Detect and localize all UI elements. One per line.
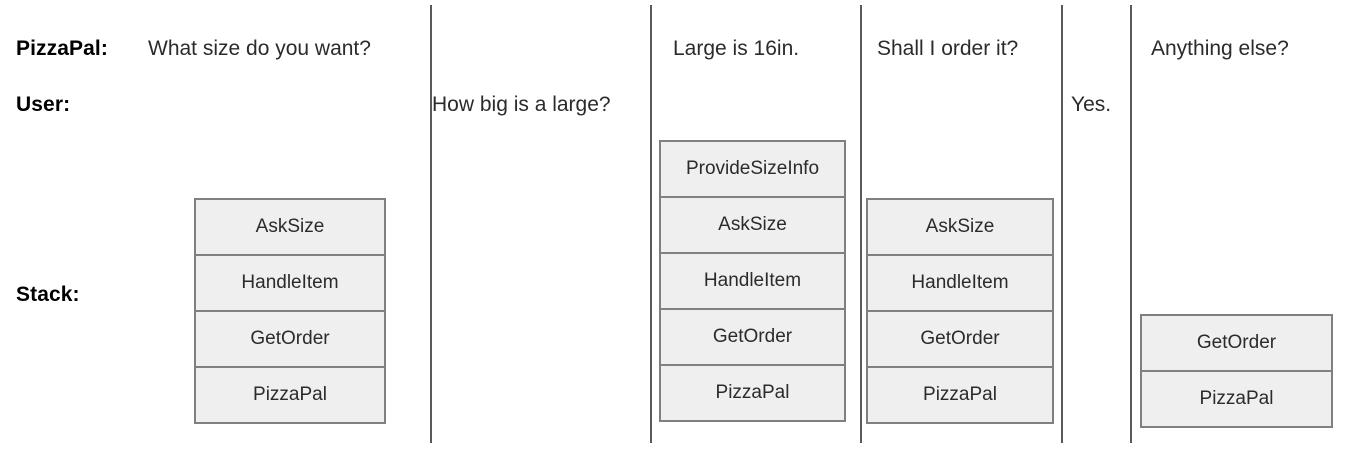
stack-frame: ProvideSizeInfo — [659, 140, 846, 198]
stack-frame: PizzaPal — [194, 366, 386, 424]
stack-frame: HandleItem — [659, 252, 846, 310]
row-label-user: User: — [16, 93, 71, 116]
row-label-agent: PizzaPal: — [16, 37, 108, 60]
stack-frame: GetOrder — [866, 310, 1054, 368]
stack-frame: AskSize — [659, 196, 846, 254]
turn-divider-3 — [860, 5, 862, 443]
agent-utterance-turn-1: What size do you want? — [148, 37, 371, 60]
stack-frame: AskSize — [194, 198, 386, 256]
stack-frame: PizzaPal — [1140, 370, 1333, 428]
stack-frame: GetOrder — [659, 308, 846, 366]
agent-utterance-turn-4: Shall I order it? — [877, 37, 1019, 60]
user-utterance-turn-2: How big is a large? — [432, 93, 611, 116]
row-label-stack: Stack: — [16, 283, 80, 306]
stack-frame: GetOrder — [1140, 314, 1333, 372]
stack-frame: HandleItem — [866, 254, 1054, 312]
user-utterance-turn-5: Yes. — [1071, 93, 1112, 116]
agent-utterance-turn-3: Large is 16in. — [673, 37, 800, 60]
turn-divider-1 — [430, 5, 432, 443]
turn-divider-4 — [1061, 5, 1063, 443]
turn-divider-2 — [650, 5, 652, 443]
stack-frame: PizzaPal — [659, 364, 846, 422]
stack-frame: PizzaPal — [866, 366, 1054, 424]
stack-frame: HandleItem — [194, 254, 386, 312]
stack-frame: GetOrder — [194, 310, 386, 368]
agent-utterance-turn-6: Anything else? — [1151, 37, 1289, 60]
turn-divider-5 — [1130, 5, 1132, 443]
stack-frame: AskSize — [866, 198, 1054, 256]
